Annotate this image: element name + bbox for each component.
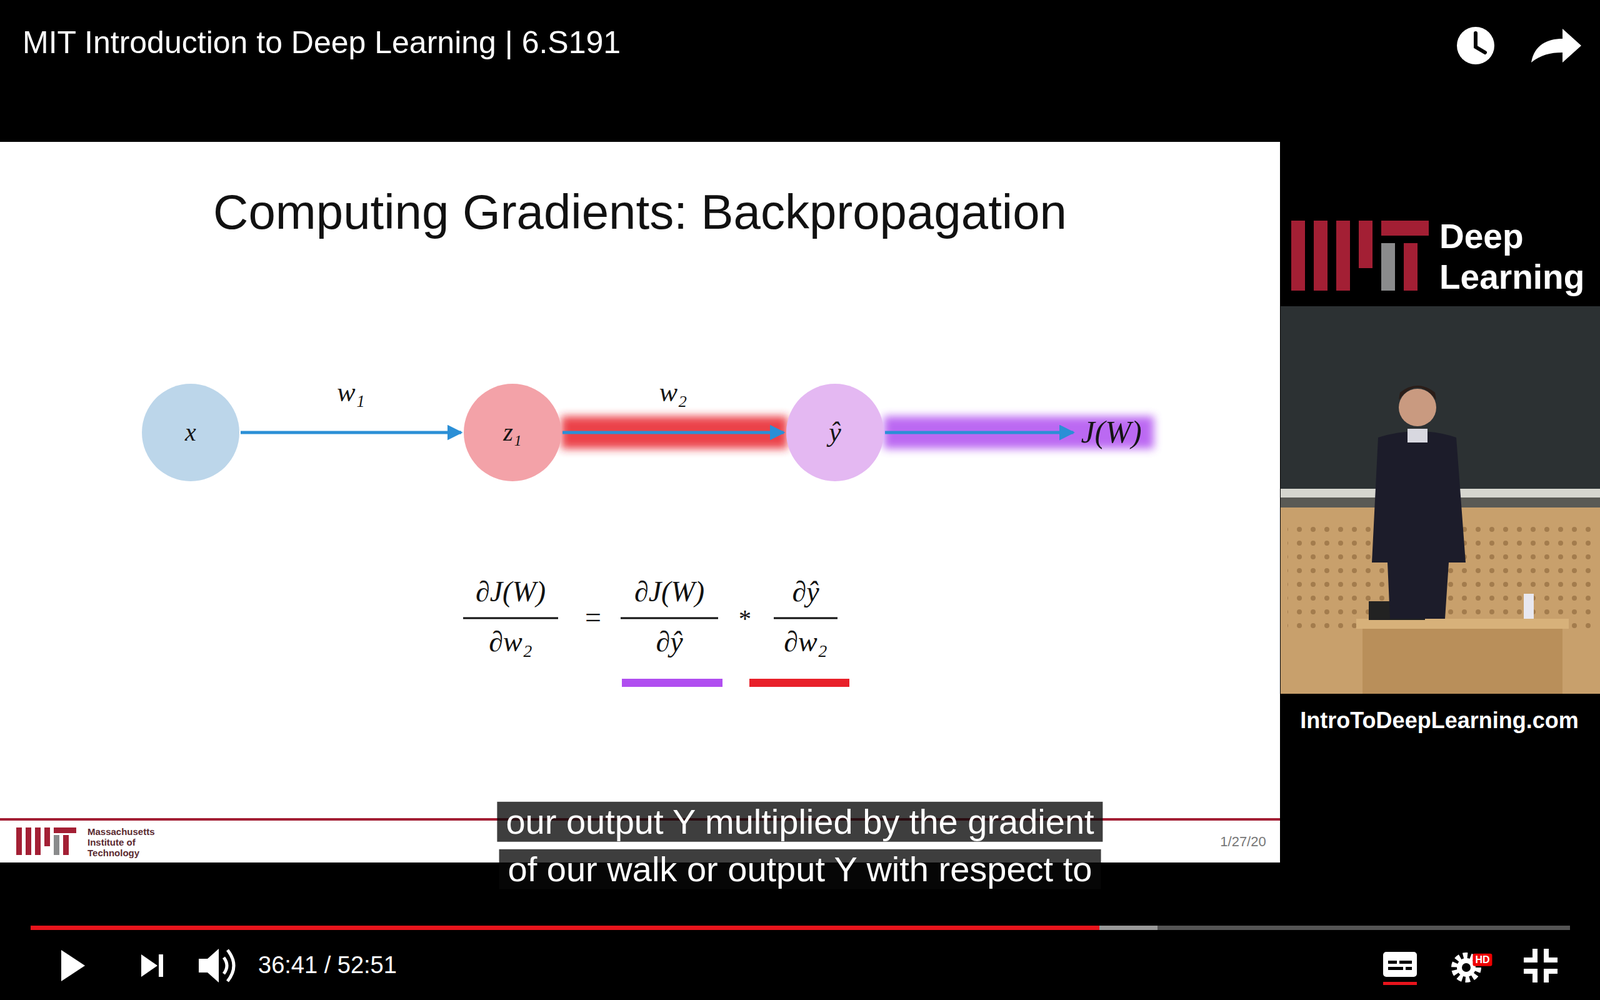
institution-name: Institute of	[87, 836, 136, 848]
progress-track	[30, 925, 1570, 930]
next-icon	[141, 954, 164, 977]
equation-term: ∂ŷ	[791, 575, 819, 609]
circle-fill	[786, 383, 884, 482]
institution-name: Massachusetts	[87, 826, 155, 837]
lecturer-video	[1280, 306, 1600, 694]
node-label: z₁	[503, 418, 522, 447]
node-label: ŷ	[828, 416, 842, 449]
fraction-bar	[463, 617, 559, 620]
slide-title: Computing Gradients: Backpropagation	[213, 184, 1067, 241]
equation-term: ∂J(W)	[634, 575, 705, 609]
equation-term: ∂ŷ	[655, 625, 683, 659]
weight-label: w₁	[336, 376, 365, 409]
purple-underline	[621, 678, 723, 687]
neuron-circle: x	[141, 383, 240, 482]
play-icon	[61, 950, 85, 982]
progress-played	[30, 925, 1100, 930]
neuron-circle: ŷ	[786, 383, 884, 482]
circle-fill	[141, 383, 240, 482]
equation-operator: *	[738, 604, 752, 634]
weight-arrow	[240, 431, 462, 435]
equation-term: ∂J(W)	[475, 575, 546, 609]
subtitle-line: our output Y multiplied by the gradient	[496, 801, 1103, 842]
subtitles-icon	[1383, 951, 1417, 985]
circle-fill	[463, 383, 562, 482]
exit-fullscreen-icon	[1523, 948, 1558, 983]
equation-term: ∂w₂	[783, 625, 827, 659]
logo-word: Learning	[1439, 257, 1585, 297]
volume-icon	[198, 948, 234, 983]
gradient-highlight-red	[561, 416, 788, 449]
video-title: MIT Introduction to Deep Learning | 6.S1…	[22, 25, 621, 62]
weight-arrow	[562, 431, 784, 435]
website-caption: IntroToDeepLearning.com	[1300, 707, 1579, 734]
equation-term: ∂w₂	[488, 625, 532, 659]
red-underline	[749, 678, 850, 687]
logo-panel	[1280, 141, 1600, 307]
subtitle-line: of our walk or output Y with respect to	[499, 849, 1102, 890]
slide-date: 1/27/20	[1220, 833, 1266, 850]
node-label: J(W)	[1080, 414, 1142, 451]
mit-logo	[1291, 220, 1429, 291]
time-display: 36:41 / 52:51	[258, 951, 397, 980]
loss-node: J(W)	[1075, 411, 1147, 454]
equation-operator: =	[585, 601, 602, 635]
share-icon	[1531, 28, 1582, 63]
slide-ground	[0, 141, 1280, 863]
mit-logo-small	[16, 827, 77, 855]
progress-buffer	[1099, 925, 1158, 930]
node-label: x	[185, 418, 197, 447]
hd-badge: HD	[1472, 953, 1492, 967]
weight-label: w₂	[659, 376, 688, 409]
weight-arrow	[885, 431, 1074, 435]
neuron-circle: z₁	[463, 383, 562, 482]
fraction-bar	[620, 617, 719, 620]
institution-name: Technology	[87, 847, 140, 859]
logo-word: Deep	[1439, 216, 1524, 257]
clock-icon	[1456, 26, 1495, 65]
fraction-bar	[773, 617, 838, 620]
